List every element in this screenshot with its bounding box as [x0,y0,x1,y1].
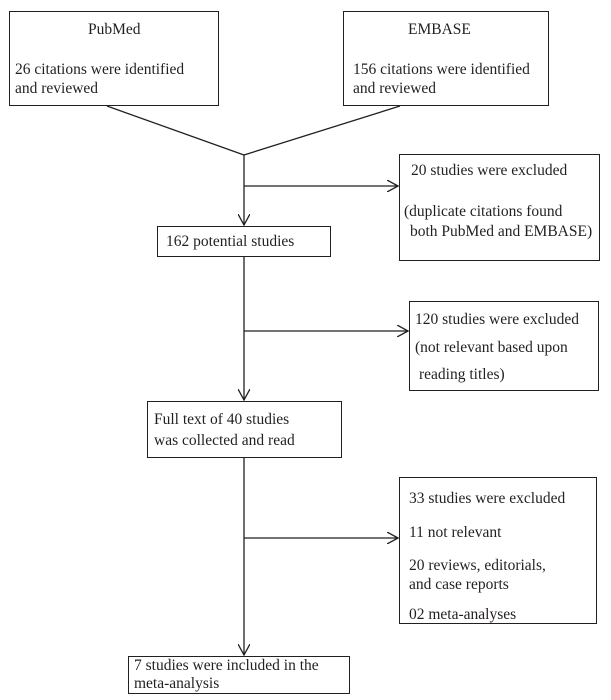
pubmed-reviewed-text: and reviewed [15,80,99,97]
excluded-duplicates-box: 20 studies were excluded (duplicate cita… [399,154,600,261]
excluded-titles-reason-1: (not relevant based upon [415,339,568,356]
pubmed-box: PubMed 26 citations were identified and … [9,11,219,106]
embase-merge-line [243,105,401,156]
excluded-fulltext-meta-analyses: 02 meta-analyses [409,606,517,623]
excluded-fulltext-reviews: 20 reviews, editorials, [409,557,546,574]
excluded-fulltext-not-relevant: 11 not relevant [409,524,502,541]
fulltext-line-2: was collected and read [154,432,295,449]
pubmed-count-text: 26 citations were identified [15,61,185,78]
excluded-duplicates-reason-2: both PubMed and EMBASE) [410,223,593,240]
embase-reviewed-text: and reviewed [353,80,437,97]
excluded-titles-box: 120 studies were excluded (not relevant … [409,301,599,391]
embase-box: EMBASE 156 citations were identified and… [343,11,549,106]
included-line-1: 7 studies were included in the [134,657,319,674]
excluded-fulltext-count: 33 studies were excluded [409,490,566,507]
excluded-fulltext-box: 33 studies were excluded 11 not relevant… [399,477,597,624]
excluded-duplicates-count: 20 studies were excluded [411,162,568,179]
excluded-fulltext-case-reports: and case reports [409,576,509,593]
fulltext-box: Full text of 40 studies was collected an… [147,401,342,458]
potential-studies-box: 162 potential studies [157,226,331,257]
embase-count-text: 156 citations were identified [353,61,530,78]
excluded-titles-count: 120 studies were excluded [415,311,579,328]
included-box: 7 studies were included in the meta-anal… [128,656,350,694]
potential-studies-label: 162 potential studies [166,233,295,250]
fulltext-line-1: Full text of 40 studies [154,411,290,428]
pubmed-title: PubMed [88,21,141,38]
included-line-2: meta-analysis [134,675,220,692]
excluded-duplicates-reason-1: (duplicate citations found [404,203,563,220]
embase-title: EMBASE [408,21,471,38]
pubmed-merge-line [106,105,245,156]
excluded-titles-reason-2: reading titles) [419,366,505,383]
